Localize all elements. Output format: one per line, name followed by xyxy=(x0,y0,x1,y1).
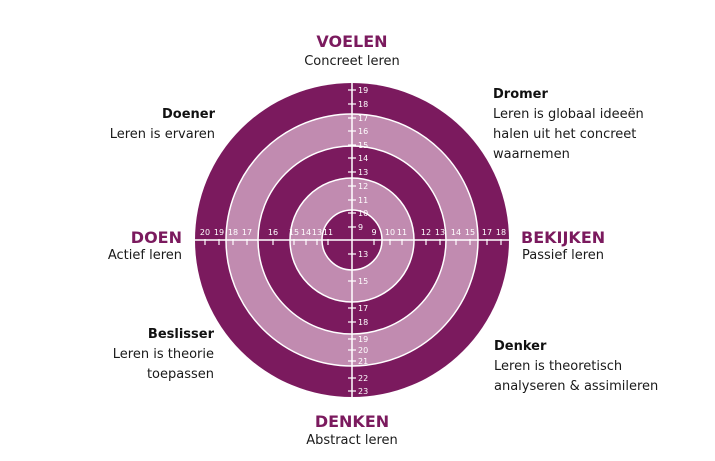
tick-label: 19 xyxy=(214,228,224,237)
quadrant-beslisser: Beslisser Leren is theorie toepassen xyxy=(60,325,214,385)
tick-label: 10 xyxy=(385,228,395,237)
quadrant-line: analyseren & assimileren xyxy=(494,379,659,394)
tick-label: 13 xyxy=(435,228,445,237)
tick-label: 17 xyxy=(482,228,492,237)
right-axis-title: BEKIJKEN xyxy=(521,228,606,247)
quadrant-line: Leren is globaal ideeën xyxy=(493,107,644,122)
top-axis-subtitle: Concreet leren xyxy=(304,54,400,69)
tick-label: 11 xyxy=(358,196,368,205)
quadrant-line: toepassen xyxy=(146,367,214,382)
tick-label: 13 xyxy=(312,228,322,237)
tick-label: 21 xyxy=(358,357,368,366)
bottom-axis-subtitle: Abstract leren xyxy=(306,433,398,448)
left-axis-title: DOEN xyxy=(130,228,182,247)
tick-label: 23 xyxy=(358,387,368,396)
tick-label: 15 xyxy=(289,228,299,237)
tick-label: 17 xyxy=(358,304,368,313)
tick-label: 10 xyxy=(358,209,368,218)
quadrant-line: halen uit het concreet xyxy=(493,127,637,142)
tick-label: 14 xyxy=(358,154,368,163)
tick-label: 18 xyxy=(228,228,238,237)
tick-label: 13 xyxy=(358,250,368,259)
tick-label: 14 xyxy=(301,228,311,237)
tick-label: 9 xyxy=(371,228,376,237)
tick-label: 18 xyxy=(358,318,368,327)
quadrant-title: Dromer xyxy=(493,87,548,102)
tick-label: 11 xyxy=(323,228,333,237)
tick-label: 22 xyxy=(358,374,368,383)
quadrant-title: Denker xyxy=(494,339,547,354)
quadrant-line: waarnemen xyxy=(493,147,570,162)
tick-label: 19 xyxy=(358,86,368,95)
quadrant-line: Leren is theorie xyxy=(112,347,214,362)
tick-label: 19 xyxy=(358,335,368,344)
tick-label: 11 xyxy=(397,228,407,237)
quadrant-doener: Doener Leren is ervaren xyxy=(60,105,215,145)
left-axis-subtitle: Actief leren xyxy=(107,248,182,263)
tick-label: 20 xyxy=(358,346,368,355)
quadrant-title: Doener xyxy=(161,107,215,122)
tick-label: 14 xyxy=(451,228,461,237)
tick-label: 9 xyxy=(358,223,363,232)
tick-label: 12 xyxy=(421,228,431,237)
tick-label: 20 xyxy=(200,228,210,237)
tick-label: 17 xyxy=(242,228,252,237)
tick-label: 12 xyxy=(358,182,368,191)
tick-label: 18 xyxy=(496,228,506,237)
quadrant-denker: Denker Leren is theoretisch analyseren &… xyxy=(494,337,658,397)
tick-label: 17 xyxy=(358,114,368,123)
tick-label: 15 xyxy=(358,277,368,286)
tick-label: 15 xyxy=(358,141,368,150)
top-axis-title: VOELEN xyxy=(316,32,388,51)
tick-label: 16 xyxy=(268,228,278,237)
tick-label: 13 xyxy=(358,168,368,177)
quadrant-dromer: Dromer Leren is globaal ideeën halen uit… xyxy=(493,85,644,165)
right-axis-subtitle: Passief leren xyxy=(522,248,604,263)
quadrant-line: Leren is theoretisch xyxy=(494,359,623,374)
tick-label: 16 xyxy=(358,127,368,136)
quadrant-line: Leren is ervaren xyxy=(109,127,215,142)
tick-label: 15 xyxy=(465,228,475,237)
bottom-axis-title: DENKEN xyxy=(314,412,390,431)
tick-label: 18 xyxy=(358,100,368,109)
quadrant-title: Beslisser xyxy=(147,327,214,342)
